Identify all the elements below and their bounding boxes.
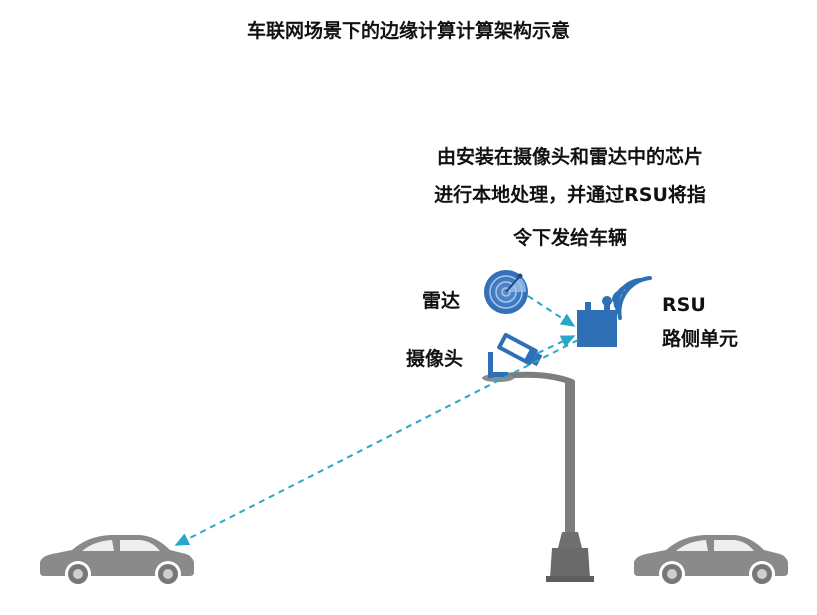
description-line: 进行本地处理，并通过RSU将指 [434,184,706,206]
link-camera-to-rsu [537,335,576,354]
link-radar-to-rsu [527,295,576,327]
description-line: 由安装在摄像头和雷达中的芯片 [436,146,703,168]
diagram-title: 车联网场景下的边缘计算计算架构示意 [246,20,570,42]
camera-label: 摄像头 [406,348,464,370]
street-lamp-icon [482,371,594,582]
rsu-sub-label: 路侧单元 [662,328,739,350]
car-icon [634,535,788,587]
wifi-signal-icon [612,276,652,320]
description-line: 令下发给车辆 [512,227,627,249]
car-icon [40,535,194,587]
rsu-device-icon [577,296,617,347]
link-rsu-to-car [174,339,579,546]
camera-icon [488,332,543,378]
radar-icon [484,270,528,314]
radar-label: 雷达 [422,290,461,312]
dashed-links [174,295,579,546]
rsu-label: RSU [662,294,706,316]
